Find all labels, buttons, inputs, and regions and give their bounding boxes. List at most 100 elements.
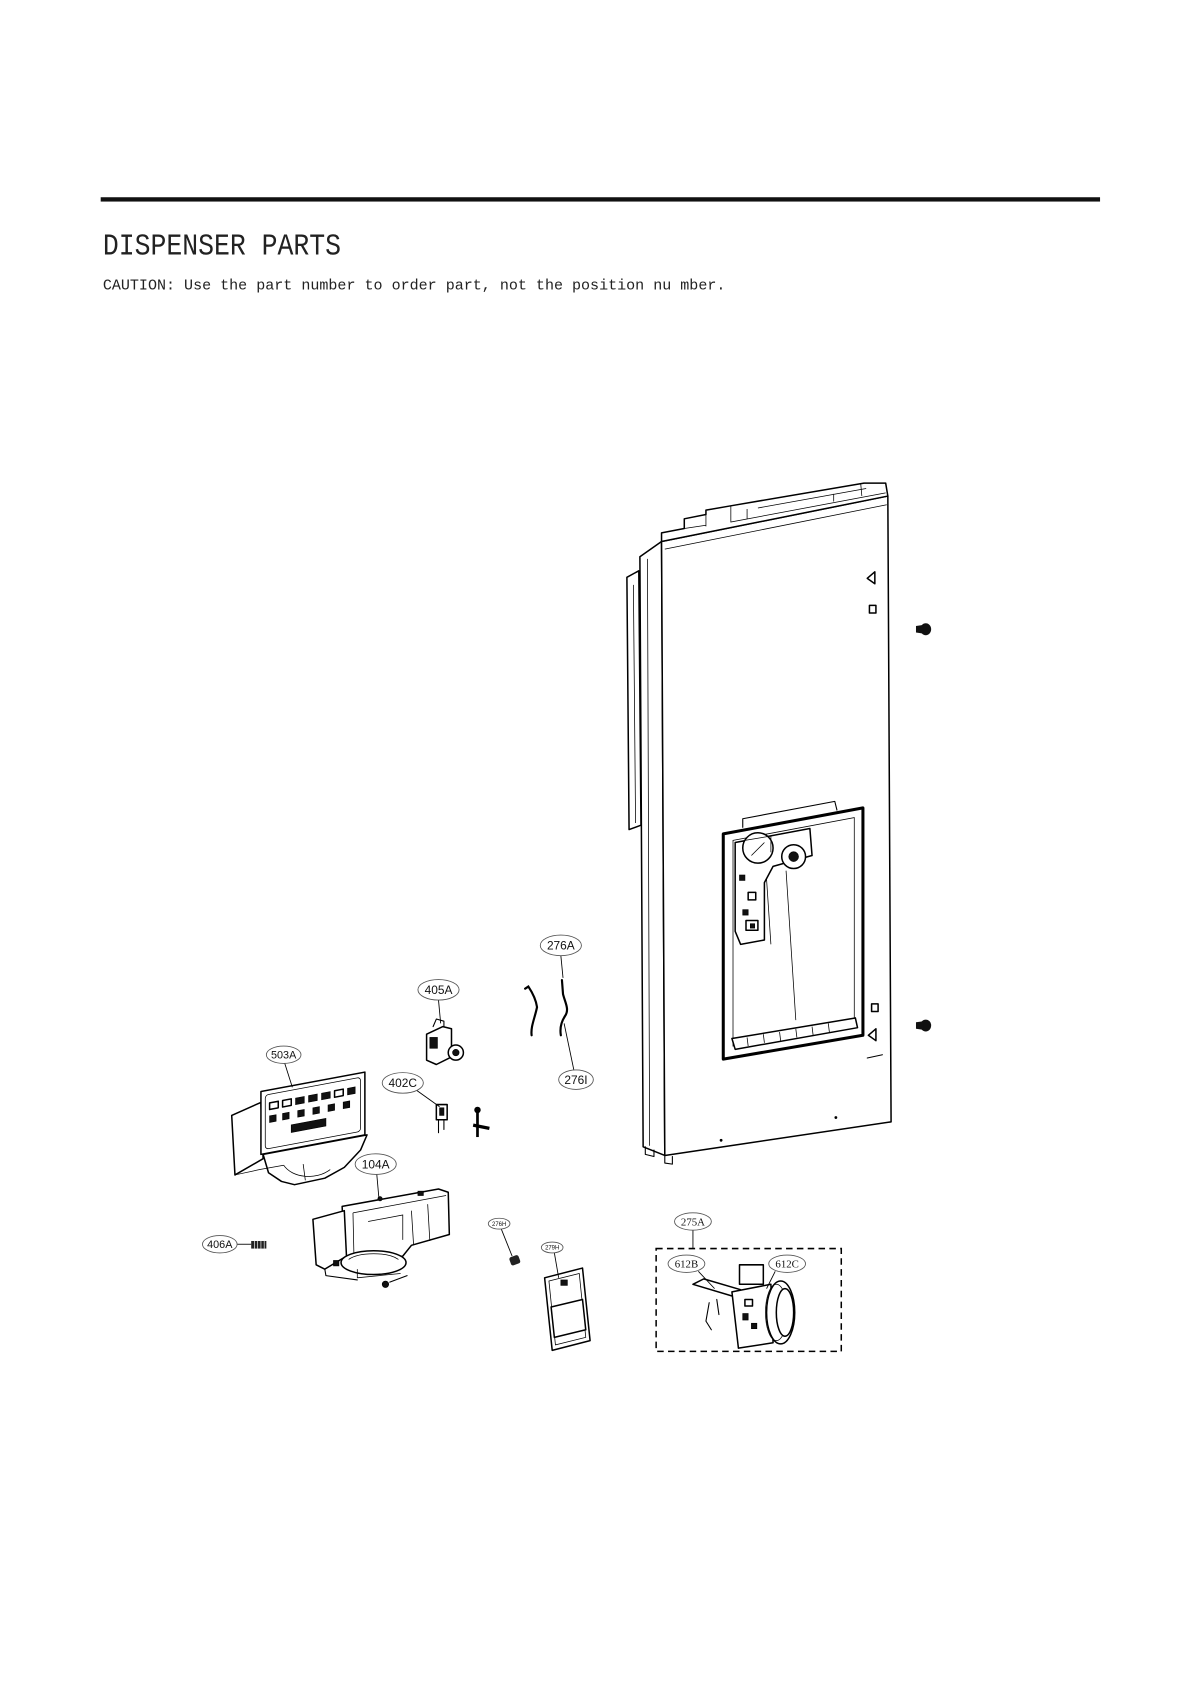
actuator-gear-hub <box>452 1049 460 1057</box>
callout-bubble <box>202 1235 238 1254</box>
square-marker-icon <box>870 1003 879 1013</box>
leader-line <box>563 1023 575 1071</box>
panel-button <box>347 1086 356 1096</box>
refrigerator-door <box>626 482 932 1165</box>
ice-chute-mechanism <box>734 827 813 946</box>
part-276-spring-right <box>559 978 569 1037</box>
callout-279H: 279H <box>540 1241 564 1278</box>
drip-tray-grid <box>746 1023 830 1047</box>
pin-head <box>474 1106 481 1114</box>
funnel-flap-clip <box>333 1260 340 1267</box>
leader-line <box>698 1271 715 1289</box>
callout-bubble <box>539 934 582 957</box>
switch-terminal <box>742 1313 749 1321</box>
panel-button <box>333 1088 344 1099</box>
panel-button <box>312 1106 320 1115</box>
callout-label: 276H <box>492 1222 506 1228</box>
callout-label: 402C <box>389 1076 418 1090</box>
ice-flapper-detail <box>744 835 772 856</box>
motor-flag-plate <box>738 1264 765 1286</box>
door-top-cap-detail <box>684 484 886 529</box>
panel-button <box>297 1109 305 1118</box>
cover-lower-body <box>262 1134 368 1186</box>
callout-bubble <box>768 1254 806 1273</box>
drip-tray <box>731 1017 859 1051</box>
door-top-ledge <box>664 504 887 550</box>
control-panel-inner-border <box>264 1077 361 1150</box>
panel-button <box>268 1100 280 1111</box>
cover-lower-detail <box>234 1164 331 1181</box>
ice-motor-boss-core <box>788 851 799 862</box>
callout-bubble <box>354 1153 397 1175</box>
square-marker-icon <box>868 604 877 614</box>
panel-button <box>281 1098 293 1108</box>
panel-button <box>269 1114 277 1123</box>
callout-label: 503A <box>271 1050 297 1062</box>
funnel-bowl-detail <box>348 1253 401 1279</box>
callout-label: 406A <box>207 1239 233 1251</box>
triangle-marker-icon <box>866 571 876 585</box>
leader-line <box>500 1228 513 1257</box>
callout-bubble <box>667 1254 706 1273</box>
funnel-bowl <box>340 1249 407 1276</box>
panel-button <box>295 1096 305 1105</box>
door-dot-mark <box>719 1138 723 1142</box>
callout-406A: 406A <box>202 1235 252 1254</box>
spring-coil-lines <box>254 1240 265 1249</box>
part-612B-switch-body <box>731 1283 774 1349</box>
leader-line <box>438 1000 442 1024</box>
part-503A-control-panel-cover <box>230 1071 368 1186</box>
leader-line <box>553 1252 560 1278</box>
callout-bubble <box>417 979 460 1001</box>
header-rule <box>100 197 1101 202</box>
part-275A-motor-assembly <box>692 1264 796 1349</box>
callout-405A: 405A <box>417 979 460 1024</box>
panel-button <box>308 1093 318 1103</box>
cover-plate-tab <box>560 1279 568 1286</box>
callout-label: 612C <box>775 1259 798 1271</box>
part-406A-spring <box>251 1240 267 1249</box>
callout-612B: 612B <box>667 1254 715 1289</box>
panel-button <box>327 1103 335 1112</box>
motor-can-face <box>775 1287 795 1338</box>
actuator-arm <box>432 1018 445 1028</box>
callout-612C: 612C <box>766 1254 806 1289</box>
water-chute-guide <box>766 870 797 1021</box>
callout-label: 405A <box>425 983 453 997</box>
callout-bubble <box>674 1212 712 1231</box>
callout-276I: 276I <box>558 1023 594 1090</box>
callout-bubble <box>265 1045 302 1064</box>
callout-label: 104A <box>362 1157 390 1171</box>
callout-402C: 402C <box>381 1072 440 1108</box>
leader-line <box>766 1271 776 1289</box>
door-screw-upper <box>915 623 932 636</box>
leader-line <box>560 955 564 978</box>
switch-terminal <box>751 1322 758 1330</box>
part-276-spring-left <box>524 985 539 1037</box>
mechanism-tab <box>747 891 757 901</box>
cover-side-wing <box>230 1101 264 1176</box>
door-dot-mark <box>834 1116 838 1119</box>
caution-note: CAUTION: Use the part number to order pa… <box>103 276 726 294</box>
panel-button <box>282 1111 290 1121</box>
ice-flapper-disc <box>741 832 774 864</box>
callout-bubble <box>540 1241 564 1254</box>
door-side-panel <box>639 540 666 1157</box>
callout-label: 276A <box>547 939 575 953</box>
callout-bubble <box>558 1069 594 1090</box>
spring-coil <box>251 1240 267 1249</box>
callout-276A: 276A <box>539 934 582 978</box>
triangle-marker-icon <box>867 1028 877 1042</box>
panel-button <box>321 1091 331 1101</box>
solenoid-leads <box>437 1119 445 1134</box>
panel-display <box>290 1118 327 1133</box>
leader-line <box>416 1090 440 1108</box>
funnel-bracket-detail <box>352 1195 447 1261</box>
mechanism-tab <box>750 923 755 929</box>
assembly-275A-dashed-box <box>655 1247 843 1353</box>
callout-275A: 275A <box>674 1212 712 1249</box>
door-right-trim-mark <box>866 1054 883 1059</box>
pin-crossbar <box>472 1123 490 1130</box>
screw-shank <box>915 624 924 634</box>
panel-button <box>342 1100 351 1110</box>
